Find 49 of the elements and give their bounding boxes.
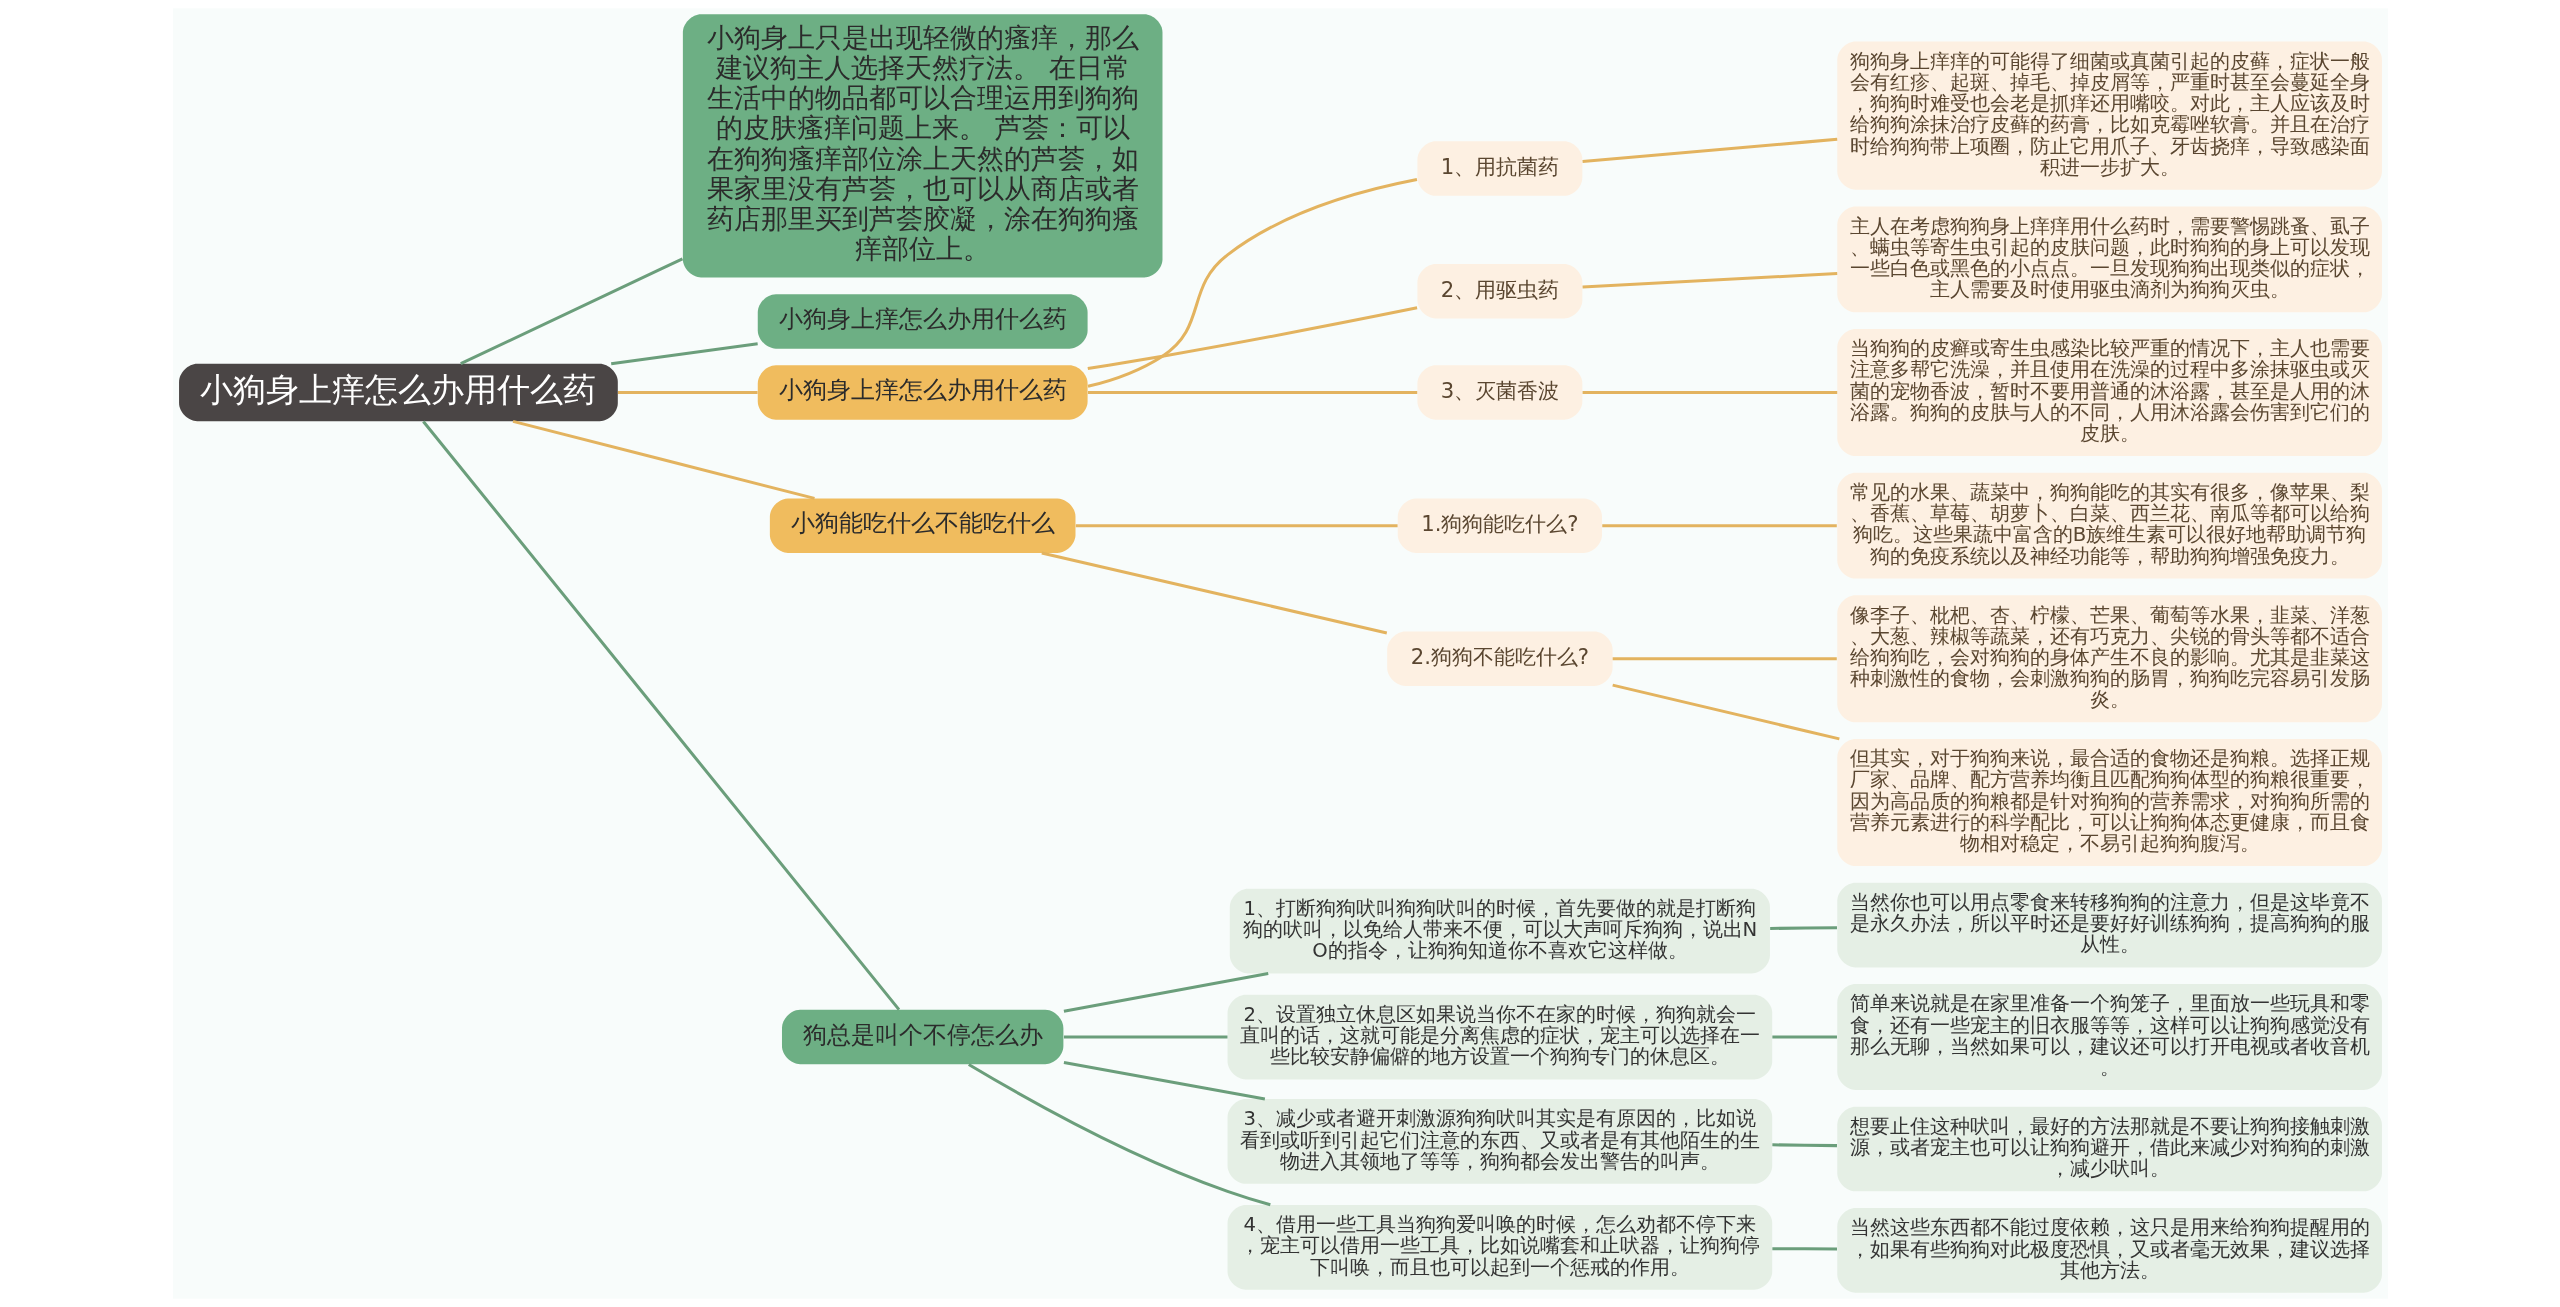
node-box: 常见的水果、蔬菜中，狗狗能吃的其实有很多，像苹果、梨、香蕉、草莓、胡萝卜、白菜、西兰花、南瓜等都可以给狗狗吃。这些果蔬中富含的B族维生素可以很好地帮助调节狗狗的免疫系统以及神经功能等，帮助狗狗增强免疫力。 — [1836, 472, 2382, 579]
connector — [421, 420, 900, 1011]
node-box: 小狗身上只是出现轻微的瘙痒，那么建议狗主人选择天然疗法。 在日常生活中的物品都可以合理运用到狗狗的皮肤瘙痒问题上来。 芦荟：可以在狗狗瘙痒部位涂上天然的芦荟，如果家里没有芦荟，也可以从商店或者药店那里买到芦荟胶凝，涂在狗狗瘙痒部位上。 — [682, 14, 1162, 278]
connector — [1771, 1035, 1837, 1039]
node-box: 但其实，对于狗狗来说，最合适的食物还是狗粮。选择正规厂家、品牌、配方营养均衡且匹配狗狗体型的狗粮很重要，因为高品质的狗粮都是针对狗狗的营养需求，对狗狗所需的营养元素进行的科学配比，可以让狗狗体态更健康，而且食物相对稳定，不易引起狗狗腹泻。 — [1836, 739, 2382, 867]
connector — [1063, 1035, 1227, 1039]
node-box: 小狗身上痒怎么办用什么药 — [757, 365, 1088, 420]
node-box: 4、借用一些工具当狗狗爱叫唤的时候，怎么劝都不停下来，宠主可以借用一些工具，比如说嘴套和止吠器，让狗狗停下叫唤，而且也可以起到一个惩戒的作用。 — [1227, 1205, 1772, 1290]
connector — [1075, 524, 1398, 528]
connector — [459, 257, 683, 366]
connector — [1769, 926, 1837, 930]
node-box: 当然这些东西都不能过度依赖，这只是用来给狗狗提醒用的，如果有些狗狗对此极度恐惧，又或者毫无效果，建议选择其他方法。 — [1836, 1208, 2382, 1293]
connector — [1063, 1060, 1265, 1101]
node-box: 2.狗狗不能吃什么? — [1386, 631, 1613, 687]
connector — [1581, 137, 1837, 163]
node-box: 小狗身上痒怎么办用什么药 — [178, 363, 618, 422]
connector — [1040, 551, 1387, 635]
node-box: 像李子、枇杷、杏、柠檬、芒果、葡萄等水果，韭菜、洋葱、大葱、辣椒等蔬菜，还有巧克力、尖锐的骨头等都不适合给狗狗吃，会对狗狗的身体产生不良的影响。尤其是韭菜这种刺激性的食物，会刺激狗狗的肠胃，狗狗吃完容易引发肠炎。 — [1836, 595, 2382, 723]
connector — [1087, 178, 1417, 388]
connector — [1582, 272, 1837, 289]
connector — [617, 391, 758, 395]
connector — [1063, 972, 1268, 1013]
node-box: 3、减少或者避开刺激源狗狗吠叫其实是有原因的，比如说看到或听到引起它们注意的东西、又或者是有其他陌生的生物进入其领地了等等，狗狗都会发出警告的叫声。 — [1227, 1099, 1772, 1184]
node-box: 主人在考虑狗狗身上痒痒用什么药时，需要警惕跳蚤、虱子、螨虫等寄生虫引起的皮肤问题，此时狗狗的身上可以发现一些白色或黑色的小点点。一旦发现狗狗出现类似的症状，主人需要及时使用驱虫滴剂为狗狗灭虫。 — [1836, 206, 2382, 313]
node-box: 1、打断狗狗吠叫狗狗吠叫的时候，首先要做的就是打断狗狗的吠叫，以免给人带来不便，可以大声呵斥狗狗，说出NO的指令，让狗狗知道你不喜欢它这样做。 — [1229, 888, 1770, 974]
node-box: 1.狗狗能吃什么? — [1397, 498, 1602, 553]
connector — [1612, 657, 1837, 661]
node-box: 想要止住这种吠叫，最好的方法那就是不要让狗狗接触刺激源，或者宠主也可以让狗狗避开，借此来减少对狗狗的刺激，减少吠叫。 — [1836, 1106, 2382, 1192]
connector — [1582, 391, 1837, 395]
node-box: 1、用抗菌药 — [1416, 141, 1582, 196]
connector — [1087, 306, 1417, 370]
connector — [967, 1063, 1271, 1207]
connector — [1087, 391, 1417, 395]
connector — [1601, 524, 1837, 528]
node-box: 2、用驱虫药 — [1416, 263, 1582, 319]
node-box: 狗狗身上痒痒的可能得了细菌或真菌引起的皮藓，症状一般会有红疹、起斑、掉毛、掉皮屑等，严重时甚至会蔓延全身，狗狗时难受也会老是抓痒还用嘴咬。对此，主人应该及时给狗狗涂抹治疗皮藓的药膏，比如克霉唑软膏。并且在治疗时给狗狗带上项圈，防止它用爪子、牙齿挠痒，导致感染面积进一步扩大。 — [1836, 41, 2382, 190]
connector — [610, 342, 758, 366]
node-box: 3、灭菌香波 — [1416, 365, 1582, 420]
node-box: 小狗身上痒怎么办用什么药 — [757, 294, 1088, 349]
node-box: 狗总是叫个不停怎么办 — [781, 1009, 1063, 1065]
node-box: 当然你也可以用点零食来转移狗狗的注意力，但是这毕竟不是永久办法，所以平时还是要好好训练狗狗，提高狗狗的服从性。 — [1836, 882, 2382, 968]
connector — [1771, 1247, 1837, 1251]
connector — [512, 419, 815, 500]
node-box: 2、设置独立休息区如果说当你不在家的时候，狗狗就会一直叫的话，这就可能是分离焦虑的症状，宠主可以选择在一些比较安静偏僻的地方设置一个狗狗专门的休息区。 — [1227, 994, 1772, 1080]
node-box: 当狗狗的皮癣或寄生虫感染比较严重的情况下，主人也需要注意多帮它洗澡，并且使用在洗澡的过程中多涂抹驱虫或灭菌的宠物香波，暂时不要用普通的沐浴露，甚至是人用的沐浴露。狗狗的皮肤与人的不同，人用沐浴露会伤害到它们的皮肤。 — [1836, 328, 2382, 457]
node-box: 小狗能吃什么不能吃什么 — [769, 498, 1075, 553]
connector — [1611, 683, 1840, 741]
connector — [1771, 1143, 1837, 1148]
node-box: 简单来说就是在家里准备一个狗笼子，里面放一些玩具和零食，还有一些宠主的旧衣服等等，这样可以让狗狗感觉没有那么无聊，当然如果可以，建议还可以打开电视或者收音机。 — [1836, 984, 2382, 1090]
